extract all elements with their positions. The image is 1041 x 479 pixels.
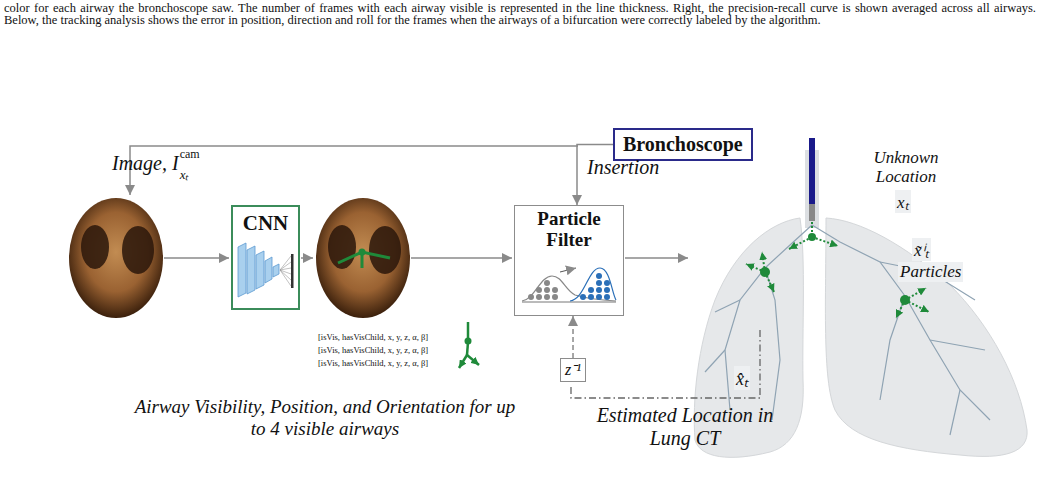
particles-label: Particles	[898, 262, 963, 282]
airway-glyph	[459, 322, 479, 368]
lung-ct	[694, 150, 1027, 457]
image-label: Image, I	[112, 152, 179, 175]
cnn-icon	[238, 243, 294, 297]
superscript: cam	[180, 147, 200, 162]
bronchoscope-tip	[809, 204, 815, 221]
output-vector: [isVis, hasVisChild, x, y, z, α, β]	[318, 332, 428, 342]
feedback-arrow	[572, 316, 574, 358]
location-label: Unknown Location	[860, 148, 952, 186]
bronchoscope-tube	[809, 138, 815, 204]
node-text: Bronchoscope	[623, 133, 743, 156]
particle-filter-icon	[522, 268, 616, 302]
location-symbol: xₜ	[895, 190, 911, 213]
delay-box: z⁻¹	[560, 358, 586, 382]
image-feed-line	[130, 146, 578, 195]
output-vector: [isVis, hasVisChild, x, y, z, α, β]	[318, 358, 428, 368]
particle-dots	[760, 233, 910, 305]
insertion-arrow	[577, 145, 613, 206]
bronchoscope-box: Bronchoscope	[613, 128, 753, 161]
node-text: CNN	[233, 211, 298, 235]
bronchoscope-image	[69, 198, 163, 318]
estimate-feedback-line	[571, 330, 760, 398]
estimate-caption: Estimated Location in Lung CT	[582, 404, 788, 450]
labelled-image	[316, 198, 410, 318]
node-text: z⁻¹	[565, 360, 581, 380]
particle-filter-box: Particle Filter	[514, 205, 624, 316]
subscript: xₜ	[180, 165, 189, 183]
figure-caption-fragment: color for each airway the bronchoscope s…	[4, 2, 1036, 26]
output-caption: Airway Visibility, Position, and Orienta…	[130, 396, 520, 440]
cnn-box: CNN	[231, 205, 300, 310]
particles	[746, 222, 929, 318]
node-text: Particle Filter	[518, 208, 620, 250]
particle-symbol: x̃ⁱₜ	[912, 238, 931, 261]
edge-label: Insertion	[587, 156, 659, 179]
estimate-symbol: x̂ₜ	[734, 366, 750, 390]
output-vector: [isVis, hasVisChild, x, y, z, α, β]	[318, 345, 428, 355]
